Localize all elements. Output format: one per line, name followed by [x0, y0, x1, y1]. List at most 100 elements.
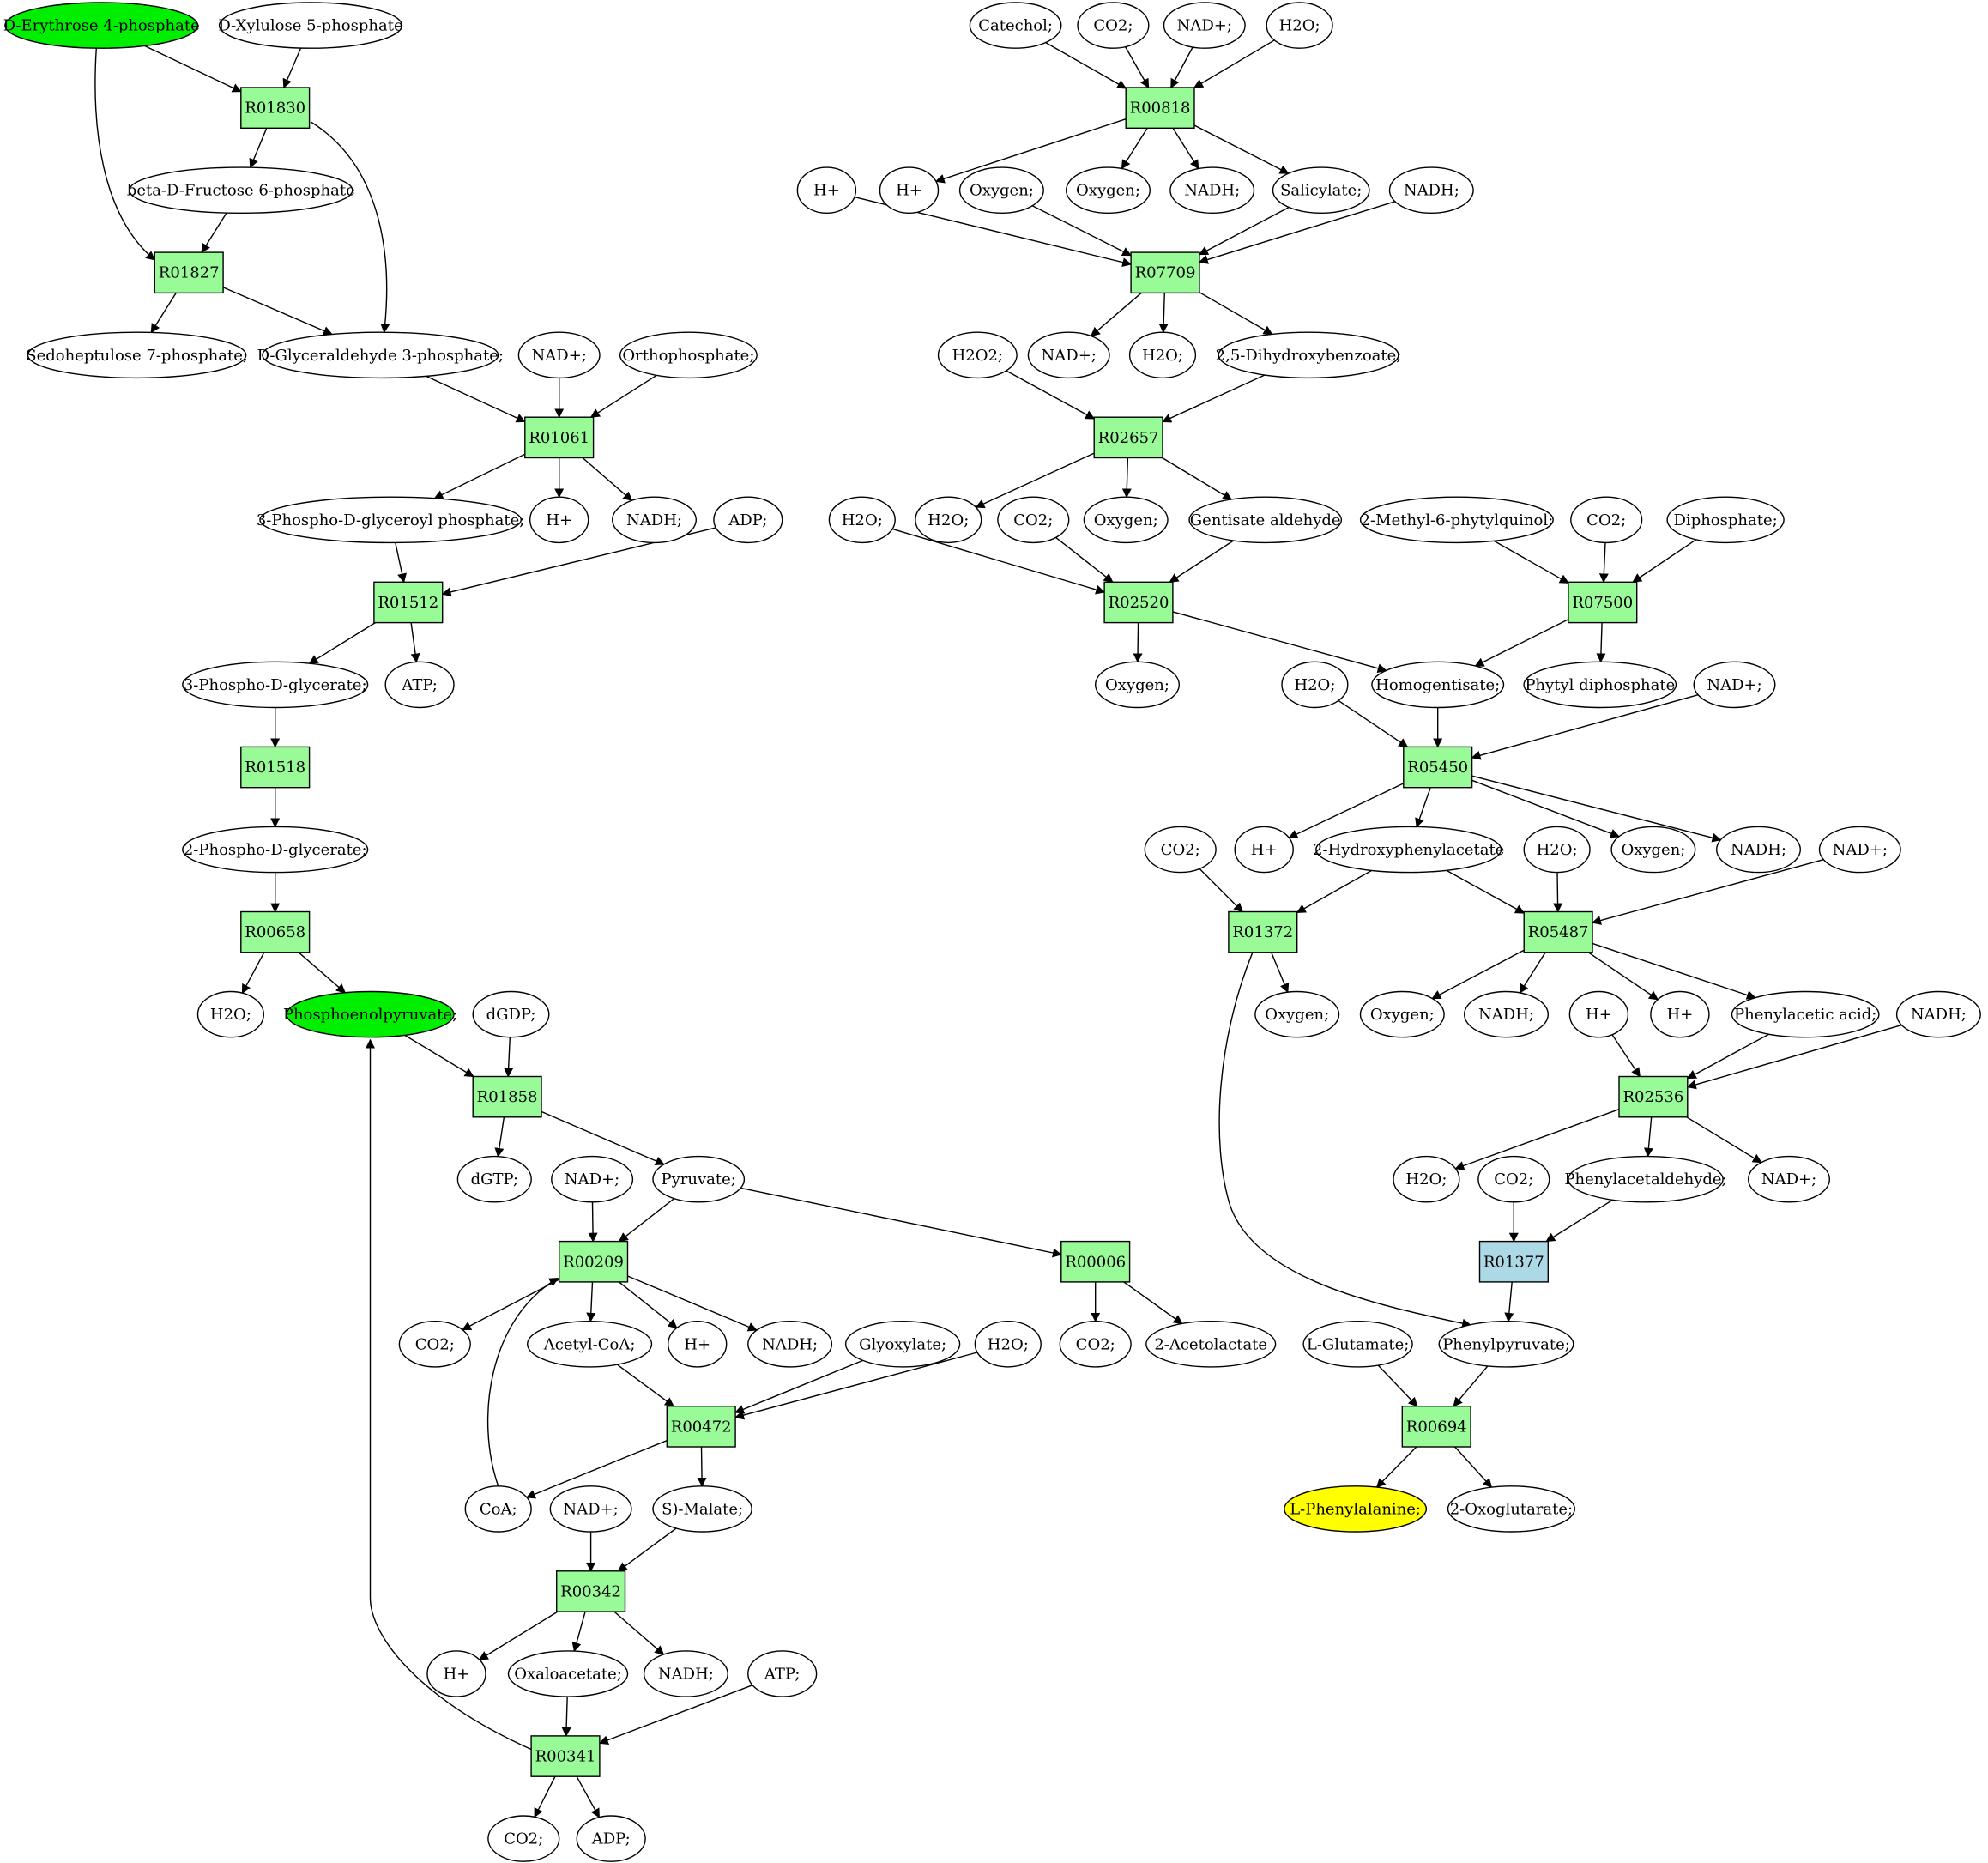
compound-ellipse [1094, 661, 1180, 709]
compound-node-nad1: NAD+; [517, 331, 601, 379]
reaction-label: R05450 [1407, 759, 1468, 777]
compound-label: Salicylate; [1280, 182, 1362, 200]
reaction-node-R01858: R01858 [472, 1075, 542, 1118]
edge-co2d-to-R00818 [1124, 46, 1150, 88]
compound-label: 3-Phospho-D-glyceroyl phosphate; [257, 511, 524, 529]
compound-label: CO2; [504, 1830, 543, 1848]
compound-label: Orthophosphate; [622, 347, 754, 365]
edge-R01858-to-pyr [541, 1110, 665, 1166]
edge-nad4-to-R00818 [1170, 46, 1193, 88]
reaction-box [240, 910, 311, 953]
compound-node-co2f: CO2; [1570, 496, 1643, 544]
compound-node-co2b: CO2; [1059, 1321, 1132, 1368]
compound-ellipse [1359, 496, 1554, 544]
compound-node-hplus6: H+ [1234, 826, 1294, 874]
reaction-label: R00342 [560, 1583, 621, 1601]
edge-mpq-to-R07500 [1493, 540, 1569, 584]
reaction-label: R00209 [563, 1253, 624, 1271]
reaction-node-R00342: R00342 [556, 1570, 626, 1612]
compound-node-hpa: 2-Hydroxyphenylacetate [1313, 826, 1504, 874]
reaction-label: R02536 [1622, 1088, 1683, 1106]
compound-label: Gentisate aldehyde [1190, 511, 1341, 529]
edge-R01372-to-oxy6 [1270, 952, 1290, 994]
edge-R00658-to-pep [298, 952, 347, 994]
compound-node-h2o5: H2O; [828, 496, 896, 544]
edge-R05487-to-oxy7 [1431, 949, 1525, 1000]
compound-ellipse [915, 496, 982, 544]
compound-label: NAD+; [532, 347, 587, 365]
reaction-label: R00006 [1065, 1253, 1126, 1271]
reaction-box [556, 1570, 626, 1612]
edge-h2o8-to-R05487 [1553, 872, 1563, 913]
edge-R02536-to-h2o9 [1454, 1109, 1620, 1170]
compound-ellipse [529, 496, 589, 544]
compound-ellipse [1666, 496, 1785, 544]
compound-label: Homogentisate; [1375, 676, 1500, 694]
compound-ellipse [1163, 2, 1246, 49]
edge-R05450-to-nadh6 [1471, 775, 1722, 843]
compound-node-smal: S)-Malate; [652, 1485, 752, 1533]
compound-ellipse [1254, 990, 1340, 1038]
compound-ellipse [958, 166, 1044, 214]
reaction-node-R00341: R00341 [530, 1735, 601, 1777]
compound-node-lglu: L-Glutamate; [1302, 1321, 1413, 1368]
compound-ellipse [747, 1650, 818, 1697]
compound-node-phpyr: Phenylpyruvate; [1438, 1321, 1574, 1368]
edge-hpa-to-R01372 [1296, 869, 1372, 914]
compound-ellipse [1463, 990, 1549, 1038]
reaction-node-R07709: R07709 [1130, 251, 1200, 294]
compound-node-oxy7: Oxygen; [1359, 990, 1445, 1038]
compound-node-pep: Phosphoenolpyruvate; [283, 990, 457, 1038]
compound-node-acetolac: 2-Acetolactate [1145, 1321, 1277, 1368]
compound-node-s7p: Sedoheptulose 7-phosphate; [26, 331, 248, 379]
compound-node-nad8: NAD+; [1747, 1155, 1830, 1203]
compound-node-h2o4: H2O; [1128, 331, 1197, 379]
compound-label: NADH; [762, 1335, 818, 1353]
compound-label: Oxygen; [1105, 676, 1169, 694]
compound-label: CO2; [1586, 511, 1626, 529]
compound-node-acoa: Acetyl-CoA; [526, 1321, 653, 1368]
compound-label: H2O; [842, 511, 883, 529]
reaction-node-R01830: R01830 [240, 87, 311, 129]
compound-ellipse [747, 1321, 833, 1368]
compound-label: 3-Phospho-D-glycerate; [184, 676, 367, 694]
compound-ellipse [974, 1321, 1042, 1368]
compound-label: CoA; [480, 1500, 517, 1518]
edge-R02536-to-phald [1643, 1116, 1653, 1158]
edge-oaa-to-R00341 [561, 1697, 571, 1737]
compound-ellipse [456, 1155, 532, 1203]
compound-label: ATP; [764, 1666, 801, 1684]
compound-ellipse [549, 1485, 632, 1533]
reaction-node-R01512: R01512 [373, 581, 444, 624]
compound-label: H+ [1667, 1006, 1694, 1024]
reaction-box [530, 1735, 601, 1777]
compound-label: H2O; [1294, 676, 1335, 694]
reaction-label: R00472 [671, 1418, 732, 1436]
edge-hplus7-to-R02536 [1611, 1034, 1641, 1078]
reaction-node-R02657: R02657 [1093, 416, 1163, 459]
compound-ellipse [1302, 1321, 1413, 1368]
compound-ellipse [472, 990, 550, 1038]
compound-label: NAD+; [1833, 841, 1888, 859]
edge-R00006-to-acetolac [1123, 1281, 1183, 1325]
reaction-box [1093, 416, 1163, 459]
reaction-label: R01830 [245, 100, 305, 118]
reaction-box [1523, 910, 1593, 953]
compound-node-h2o1: H2O; [196, 990, 265, 1038]
compound-ellipse [652, 1155, 746, 1203]
edge-R07709-to-h2o4 [1158, 293, 1169, 334]
compound-ellipse [1188, 496, 1343, 544]
compound-node-adp1: ADP; [713, 496, 783, 544]
compound-label: 2-Phospho-D-glycerate; [184, 841, 367, 859]
compound-label: Phosphoenolpyruvate; [283, 1006, 457, 1024]
compound-label: CO2; [1093, 17, 1133, 35]
compound-node-hplus4: H+ [796, 166, 857, 214]
reaction-box [240, 746, 311, 789]
compound-node-e4p: D-Erythrose 4-phosphate [3, 2, 200, 49]
compound-label: 2-Acetolactate [1154, 1335, 1267, 1353]
reaction-label: R00818 [1130, 100, 1191, 118]
compound-ellipse [1393, 1155, 1460, 1203]
edge-R01061-to-pgp [433, 453, 526, 499]
compound-node-hplus5: H+ [879, 166, 940, 214]
